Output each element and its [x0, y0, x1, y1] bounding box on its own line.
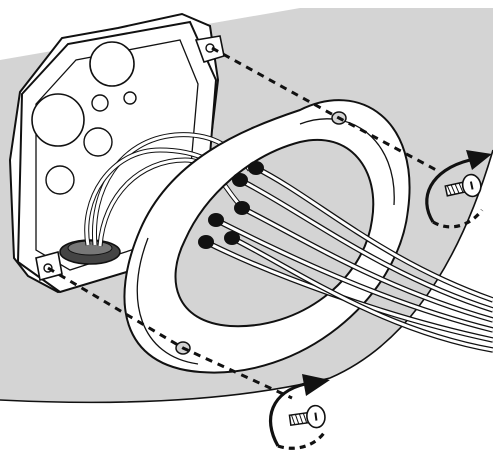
screw-icon [289, 404, 327, 431]
wire-terminal [224, 231, 240, 245]
wire-terminal [208, 213, 224, 227]
wire-terminal [198, 235, 214, 249]
wire-terminal [234, 201, 250, 215]
wire-terminal [248, 161, 264, 175]
wire-terminal [232, 173, 248, 187]
